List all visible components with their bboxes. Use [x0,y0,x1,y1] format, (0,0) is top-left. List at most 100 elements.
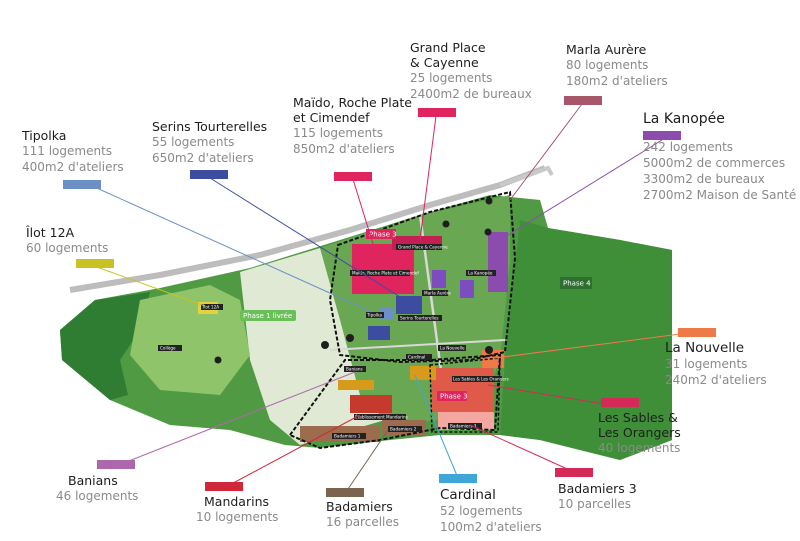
tag-ilot: Îlot 12A [203,305,219,310]
tag-grandplace: Grand Place & Cayenne [398,245,448,250]
block-mandarins [350,395,392,413]
callout-line: 10 parcelles [558,497,632,511]
callout-banians: Banians 46 logements [56,473,138,504]
poi-icon [485,346,493,354]
phase3-tag-bottom [437,391,467,401]
swatch-ilot [76,259,114,268]
callout-nouvelle: La Nouvelle 31 logements 240m2 d'atelier… [665,341,767,388]
callout-line: 52 logements [440,504,523,518]
boundary-sables [429,357,501,433]
swatch-tipolka [63,180,101,189]
callout-line: 850m2 d'ateliers [293,142,395,156]
swatch-cardinal [439,474,477,483]
callout-line: 2700m2 Maison de Santé [643,188,797,202]
callout-maido: Maïdo, Roche Plate et Cimendef 115 logem… [293,95,412,157]
callout-title: Banians [68,473,118,488]
callout-title: Mandarins [204,494,270,509]
callout-title: Maïdo, Roche Plate et Cimendef [293,95,412,125]
leader-kanopee [499,139,663,241]
callout-line: 400m2 d'ateliers [22,160,124,174]
block-banians [338,380,374,390]
tag-serins: Serins Tourterelles [400,316,439,321]
callout-line: 650m2 d'ateliers [152,151,254,165]
callout-sables: Les Sables & Les Orangers 40 logements [598,410,681,456]
phase3-tag-top [366,229,396,239]
callout-line: 5000m2 de commerces [643,156,786,170]
leader-marla [509,103,583,201]
swatch-grandplace [418,108,456,117]
callout-marla: Marla Aurère 80 logements 180m2 d'atelie… [566,42,668,89]
callout-kanopee: La Kanopée 242 logements 5000m2 de comme… [643,112,796,203]
callout-title: La Kanopée [643,111,725,127]
callout-line: 3300m2 de bureaux [643,172,765,186]
swatch-serins [190,170,228,179]
callout-title: Cardinal [440,487,496,503]
phase1-tag [240,310,296,321]
callout-line: 25 logements [410,71,493,85]
poi-icon [346,334,354,342]
tag-banians: Banians [346,367,363,372]
tag-sables: Les Sables & Les Orangers [453,377,509,382]
callout-line: 31 logements [665,357,748,371]
tag-badamiers2: Badamiers 2 [390,427,417,432]
poi-icon [321,341,329,349]
swatch-maido [334,172,372,181]
leader-grandplace [419,115,437,241]
callout-title: Grand Place & Cayenne [410,40,486,70]
swatch-nouvelle [678,328,716,337]
leader-serins [209,177,406,301]
callout-line: 240m2 d'ateliers [665,373,767,387]
leader-ilot [93,265,206,307]
tag-badamiers3: Badamiers 3 [450,424,477,429]
leader-lines [89,103,681,493]
tag-cardinal: Cardinal [408,355,425,360]
callout-title: Les Sables & Les Orangers [598,410,681,440]
callout-swatches [63,96,716,497]
block-kanopee [488,232,508,292]
road-east [499,165,554,187]
callout-tipolka: Tipolka 111 logements 400m2 d'ateliers [22,128,124,175]
callout-title: La Nouvelle [665,340,745,356]
tag-badamiers1: Badamiers 1 [334,434,361,439]
callout-title: Badamiers 3 [558,481,637,496]
callout-line: 100m2 d'ateliers [440,520,542,534]
callout-line: 16 parcelles [326,515,400,529]
phase1-label: Phase 1 livrée [243,312,292,320]
swatch-sables [601,398,639,407]
callout-badamiers: Badamiers 16 parcelles [326,499,399,530]
block-violet-2 [460,280,474,298]
poi-icon [214,356,222,364]
tag-college: Collège [160,346,176,351]
phase3-label-bottom: Phase 3 [440,393,468,401]
block-cardinal [410,366,436,380]
leader-cardinal [414,374,459,479]
callout-cardinal: Cardinal 52 logements 100m2 d'ateliers [440,488,542,535]
callout-grandplace: Grand Place & Cayenne 25 logements 2400m… [410,40,532,102]
callout-line: 111 logements [22,144,113,158]
callout-line: 242 logements [643,140,734,154]
leader-tipolka [89,184,373,313]
swatch-marla [564,96,602,105]
callout-line: 55 logements [152,135,235,149]
poi-icon [484,228,492,236]
swatch-mandarins [205,482,243,491]
callout-title: Badamiers [326,499,393,514]
callout-line: 46 logements [56,489,139,503]
leader-nouvelle [494,333,681,359]
leader-maido [351,175,379,261]
block-sables [432,368,494,412]
block-tipolka-a [368,326,390,340]
poi-icon [442,220,450,228]
swatch-kanopee [643,131,681,140]
callout-line: 80 logements [566,58,649,72]
tag-marla: Marla Aurère [424,291,451,296]
callout-line: 180m2 d'ateliers [566,74,668,88]
swatch-badamiers [326,488,364,497]
callout-badamiers3: Badamiers 3 10 parcelles [558,481,637,512]
callout-line: 115 logements [293,126,384,140]
callout-title: Tipolka [22,128,67,143]
leader-badamiers3 [469,424,575,473]
phase4-tag [560,277,592,289]
callout-line: 2400m2 de bureaux [410,87,532,101]
callout-mandarins: Mandarins 10 logements [196,494,278,525]
